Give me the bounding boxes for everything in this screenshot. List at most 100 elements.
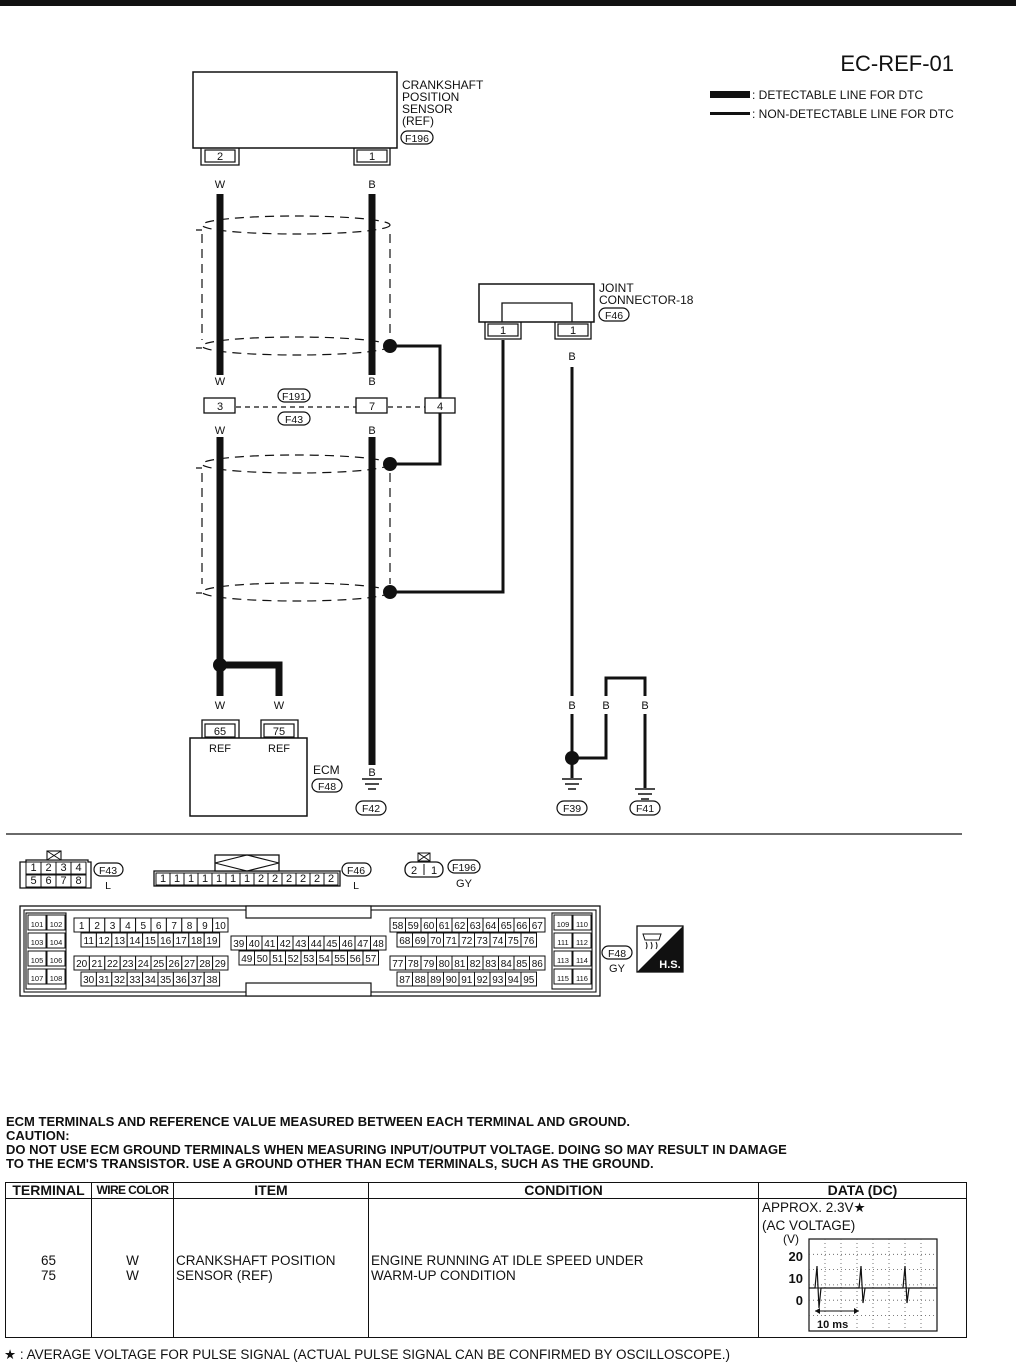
drain-wire-lower	[390, 413, 442, 466]
f48-pin-103-cell	[27, 932, 47, 949]
wire-label-w1: W	[215, 179, 226, 191]
f48-pin-47: 47	[357, 939, 369, 950]
f196-color: GY	[456, 878, 473, 890]
notes-block: ECM TERMINALS AND REFERENCE VALUE MEASUR…	[6, 1115, 1006, 1171]
legend-thin-line	[710, 112, 750, 115]
f48-pin-33: 33	[129, 975, 141, 986]
joint-connector-18: JOINT CONNECTOR-18 F46 1 1	[478, 281, 694, 340]
f48-pin-19: 19	[206, 936, 218, 947]
f196-pin-2: 2	[411, 865, 417, 877]
ground-splice	[565, 751, 579, 765]
header-item: ITEM	[173, 1182, 369, 1199]
f48-pin-38: 38	[206, 975, 218, 986]
f48-pin-27: 27	[184, 959, 196, 970]
scope-time-div: 10 ms	[817, 1319, 848, 1331]
f48-pin-73: 73	[477, 936, 489, 947]
f48-pin-105-cell	[27, 950, 47, 967]
f48-pin-71: 71	[446, 936, 458, 947]
wire-label-w2: W	[215, 376, 226, 388]
f48-pin-56: 56	[350, 954, 362, 965]
relay-pin-7: 7	[369, 401, 375, 413]
joint-pin-1a: 1	[500, 325, 506, 337]
notes-line-3: DO NOT USE ECM GROUND TERMINALS WHEN MEA…	[6, 1142, 787, 1157]
scope-y-10: 10	[789, 1271, 803, 1286]
notes-line-1: ECM TERMINALS AND REFERENCE VALUE MEASUR…	[6, 1114, 631, 1129]
f48-pin-41: 41	[264, 939, 276, 950]
f48-pin-31: 31	[99, 975, 111, 986]
f46-color: L	[353, 880, 359, 892]
f43-pin-8-cell	[70, 874, 87, 888]
f43-id: F43	[99, 865, 117, 877]
f48-pin-103: 103	[31, 938, 44, 947]
f43-pin-5: 5	[30, 875, 36, 887]
f48-pin-113-cell	[553, 950, 573, 967]
f48-pin-29: 29	[215, 959, 227, 970]
wire-label-b-joint: B	[568, 351, 575, 363]
f46-pin-2: 2	[272, 873, 278, 885]
f48-pin-88: 88	[415, 975, 427, 986]
wire-label-b2: B	[368, 376, 375, 388]
wiring-diagram: EC-REF-01 : DETECTABLE LINE FOR DTC : NO…	[0, 0, 1016, 997]
cps-label-4: (REF)	[402, 114, 434, 128]
f48-pin-87: 87	[399, 975, 411, 986]
ecm-pin-75: 75	[273, 726, 285, 738]
f48-pin-74: 74	[492, 936, 504, 947]
f48-pin-93: 93	[492, 975, 504, 986]
wire-label-w-ecm1: W	[215, 700, 226, 712]
f48-pin-110-cell	[572, 914, 592, 931]
ground-symbol-f39	[562, 778, 582, 790]
f48-pin-106-cell	[46, 950, 66, 967]
f48-pin-78: 78	[408, 959, 420, 970]
drain-wire-upper	[390, 344, 442, 398]
f48-pin-95: 95	[523, 975, 535, 986]
cell-terminal: 65 75	[5, 1198, 92, 1338]
f48-pin-69: 69	[415, 936, 427, 947]
f48-pin-115: 115	[557, 974, 569, 983]
joint-connector-f191-f43: W B 3 7 4 F191 F43 W B	[203, 376, 456, 437]
f48-pin-10: 10	[215, 921, 227, 932]
f48-pin-104-cell	[46, 932, 66, 949]
f43-pin-6: 6	[45, 875, 51, 887]
f46-pin-2: 2	[300, 873, 306, 885]
header-data: DATA (DC)	[758, 1182, 967, 1199]
wire-color-1: W	[126, 1253, 139, 1268]
f48-pin-72: 72	[461, 936, 473, 947]
f48-pin-5: 5	[141, 921, 147, 932]
f48-pin-24: 24	[138, 959, 150, 970]
legend-thick-line	[710, 91, 750, 98]
f48-pin-90: 90	[446, 975, 458, 986]
f48-pin-114: 114	[576, 956, 588, 965]
f48-pin-54: 54	[319, 954, 331, 965]
f48-pin-80: 80	[439, 959, 451, 970]
f48-pin-112: 112	[576, 938, 588, 947]
f48-pin-67-cell	[529, 917, 546, 933]
f48-pin-116: 116	[576, 974, 588, 983]
ground-f42-badge	[355, 800, 387, 816]
f48-pin-16: 16	[160, 936, 172, 947]
item-line-1: CRANKSHAFT POSITION	[176, 1253, 336, 1268]
f48-pin-21: 21	[92, 959, 104, 970]
f48-pin-48: 48	[373, 939, 385, 950]
f48-pin-68: 68	[399, 936, 411, 947]
f48-pin-109-cell	[553, 914, 573, 931]
f48-pin-44: 44	[311, 939, 323, 950]
f48-pin-12: 12	[99, 936, 111, 947]
f48-pin-10-cell	[212, 917, 229, 933]
cell-item: CRANKSHAFT POSITION SENSOR (REF)	[173, 1198, 369, 1338]
top-border	[0, 0, 1016, 6]
ecm-label: ECM	[313, 763, 340, 777]
f48-pin-115-cell	[553, 968, 573, 985]
f48-pin-30: 30	[83, 975, 95, 986]
splice-w	[213, 658, 227, 672]
f48-pin-23: 23	[122, 959, 134, 970]
f43-pin-7: 7	[60, 875, 66, 887]
ground-symbol-f41	[635, 788, 655, 800]
f48-pin-76: 76	[523, 936, 535, 947]
f48-pin-6: 6	[156, 921, 162, 932]
footnote: ★ : AVERAGE VOLTAGE FOR PULSE SIGNAL (AC…	[4, 1347, 731, 1362]
f48-pin-45: 45	[326, 939, 338, 950]
f48-pin-85: 85	[516, 959, 528, 970]
f48-pin-50: 50	[257, 954, 269, 965]
joint-label-2: CONNECTOR-18	[599, 293, 694, 307]
header-condition: CONDITION	[368, 1182, 759, 1199]
